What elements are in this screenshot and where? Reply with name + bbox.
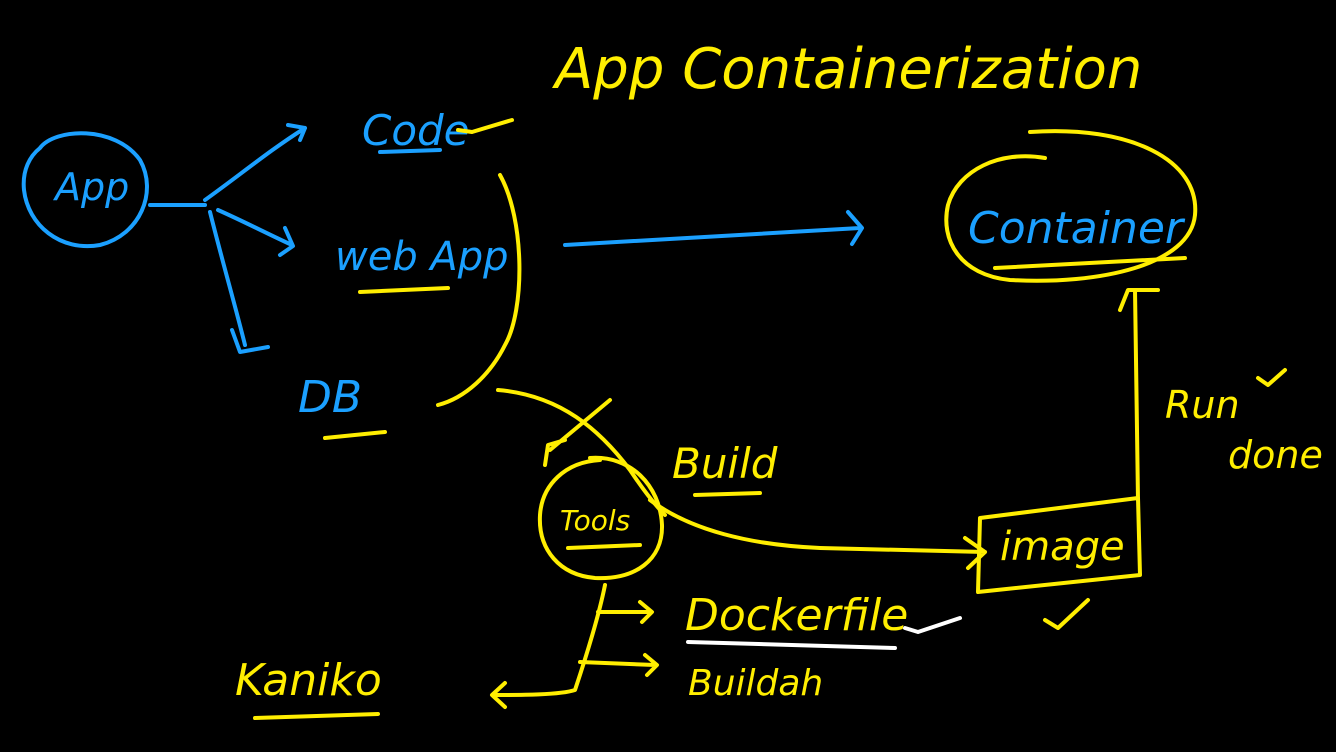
arrow-to-dockerfile bbox=[596, 600, 654, 624]
tools-branch-line bbox=[490, 583, 607, 709]
diagram-title: App Containerization bbox=[552, 37, 1142, 102]
run-check-icon bbox=[1256, 368, 1287, 387]
code-check-icon bbox=[456, 118, 514, 134]
db-underline bbox=[323, 430, 387, 440]
code-label: Code bbox=[362, 106, 470, 155]
crossed-path bbox=[496, 388, 667, 517]
container-underline bbox=[993, 256, 1187, 270]
run-label: Run bbox=[1165, 383, 1240, 427]
dockerfile-label: Dockerfile bbox=[685, 590, 908, 641]
image-check-icon bbox=[1043, 598, 1090, 630]
buildah-label: Buildah bbox=[688, 663, 823, 704]
webapp-label: web App bbox=[335, 234, 509, 280]
image-label: image bbox=[1000, 524, 1125, 570]
tools-underline bbox=[566, 543, 642, 550]
dockerfile-check-icon bbox=[903, 616, 962, 634]
image-box bbox=[976, 496, 1142, 594]
arrow-to-container bbox=[563, 210, 864, 247]
done-label: done bbox=[1228, 433, 1323, 477]
kaniko-label: Kaniko bbox=[235, 655, 382, 706]
app-label: App bbox=[52, 165, 129, 209]
cross-mark-icon bbox=[543, 398, 612, 467]
group-bracket bbox=[436, 173, 522, 407]
run-arrow bbox=[1118, 288, 1160, 502]
arrow-to-code bbox=[203, 123, 307, 202]
arrow-to-webapp bbox=[216, 208, 295, 257]
build-label: Build bbox=[672, 439, 778, 488]
dockerfile-underline bbox=[686, 640, 897, 650]
build-underline bbox=[693, 491, 762, 497]
container-label: Container bbox=[968, 203, 1186, 254]
app-circle bbox=[21, 131, 149, 249]
webapp-underline bbox=[358, 286, 450, 294]
kaniko-underline bbox=[253, 712, 380, 720]
build-arrow bbox=[648, 498, 987, 570]
tools-circle bbox=[537, 455, 665, 581]
arrow-to-db bbox=[208, 210, 270, 354]
arrow-to-buildah bbox=[578, 653, 659, 677]
db-label: DB bbox=[298, 372, 362, 423]
code-underline bbox=[378, 148, 442, 154]
tools-label: Tools bbox=[560, 504, 630, 537]
container-oval bbox=[944, 129, 1198, 283]
